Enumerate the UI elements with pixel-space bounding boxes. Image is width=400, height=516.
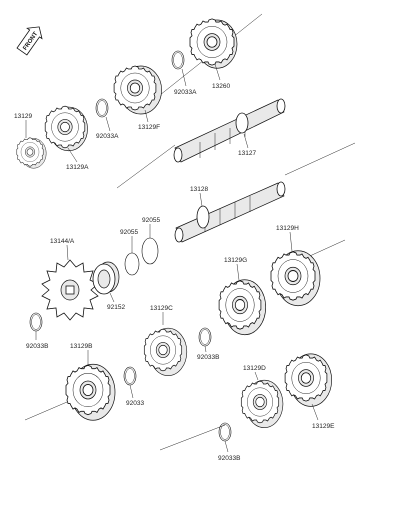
- shaft-13127[interactable]: [173, 98, 286, 163]
- label-13129C: 13129C: [150, 305, 173, 312]
- label-13144A: 13144/A: [50, 238, 75, 245]
- label-92055-b: 92055: [120, 229, 138, 236]
- label-13129B: 13129B: [70, 343, 92, 350]
- gear-13129G[interactable]: [218, 279, 266, 336]
- label-13129D: 13129D: [243, 365, 266, 372]
- label-92033: 92033: [126, 400, 144, 407]
- circlip-92033B-left[interactable]: [29, 312, 43, 332]
- label-13129G: 13129G: [224, 257, 247, 264]
- label-13129H: 13129H: [276, 225, 299, 232]
- gear-13129[interactable]: [16, 137, 47, 169]
- oring-92055-a[interactable]: [141, 237, 159, 265]
- label-92033B-left: 92033B: [26, 343, 48, 350]
- label-92033A-mid: 92033A: [96, 133, 119, 140]
- axis-line-a: [116, 144, 176, 189]
- gear-13129B[interactable]: [65, 363, 116, 421]
- circlip-92033B-bottom[interactable]: [218, 422, 232, 442]
- circlip-92033A-mid[interactable]: [95, 98, 109, 118]
- shaft-13128[interactable]: [174, 181, 286, 243]
- label-92033B-mid: 92033B: [197, 354, 219, 361]
- label-92033B-bottom: 92033B: [218, 455, 240, 462]
- gear-13129F[interactable]: [113, 65, 162, 115]
- gear-13129D[interactable]: [240, 379, 284, 428]
- label-13129A: 13129A: [66, 164, 89, 171]
- circlip-92033B-mid[interactable]: [198, 327, 212, 347]
- label-92152: 92152: [107, 304, 125, 311]
- front-arrow-icon: FRONT: [16, 26, 43, 56]
- label-13260: 13260: [212, 83, 230, 90]
- axis-line-b: [284, 142, 356, 176]
- label-92033A-top: 92033A: [174, 89, 197, 96]
- axis-line-e: [159, 424, 226, 451]
- circlip-92033A-top[interactable]: [171, 50, 185, 70]
- gear-13260[interactable]: [189, 18, 238, 69]
- label-13128: 13128: [190, 186, 208, 193]
- gear-13129H[interactable]: [270, 250, 321, 307]
- gear-13129A[interactable]: [44, 105, 88, 152]
- label-92055-a: 92055: [142, 217, 160, 224]
- leader-lines: [25, 63, 319, 453]
- circlip-92033[interactable]: [123, 366, 137, 386]
- oring-92055-b[interactable]: [124, 252, 140, 276]
- collar-92152[interactable]: [92, 261, 120, 295]
- label-13129F: 13129F: [138, 124, 160, 131]
- label-13129E: 13129E: [312, 423, 335, 430]
- gear-13129E[interactable]: [284, 353, 332, 407]
- gear-13129C[interactable]: [143, 327, 188, 376]
- sprocket-13144A[interactable]: [41, 259, 99, 321]
- label-13127: 13127: [238, 150, 256, 157]
- label-13129: 13129: [14, 113, 32, 120]
